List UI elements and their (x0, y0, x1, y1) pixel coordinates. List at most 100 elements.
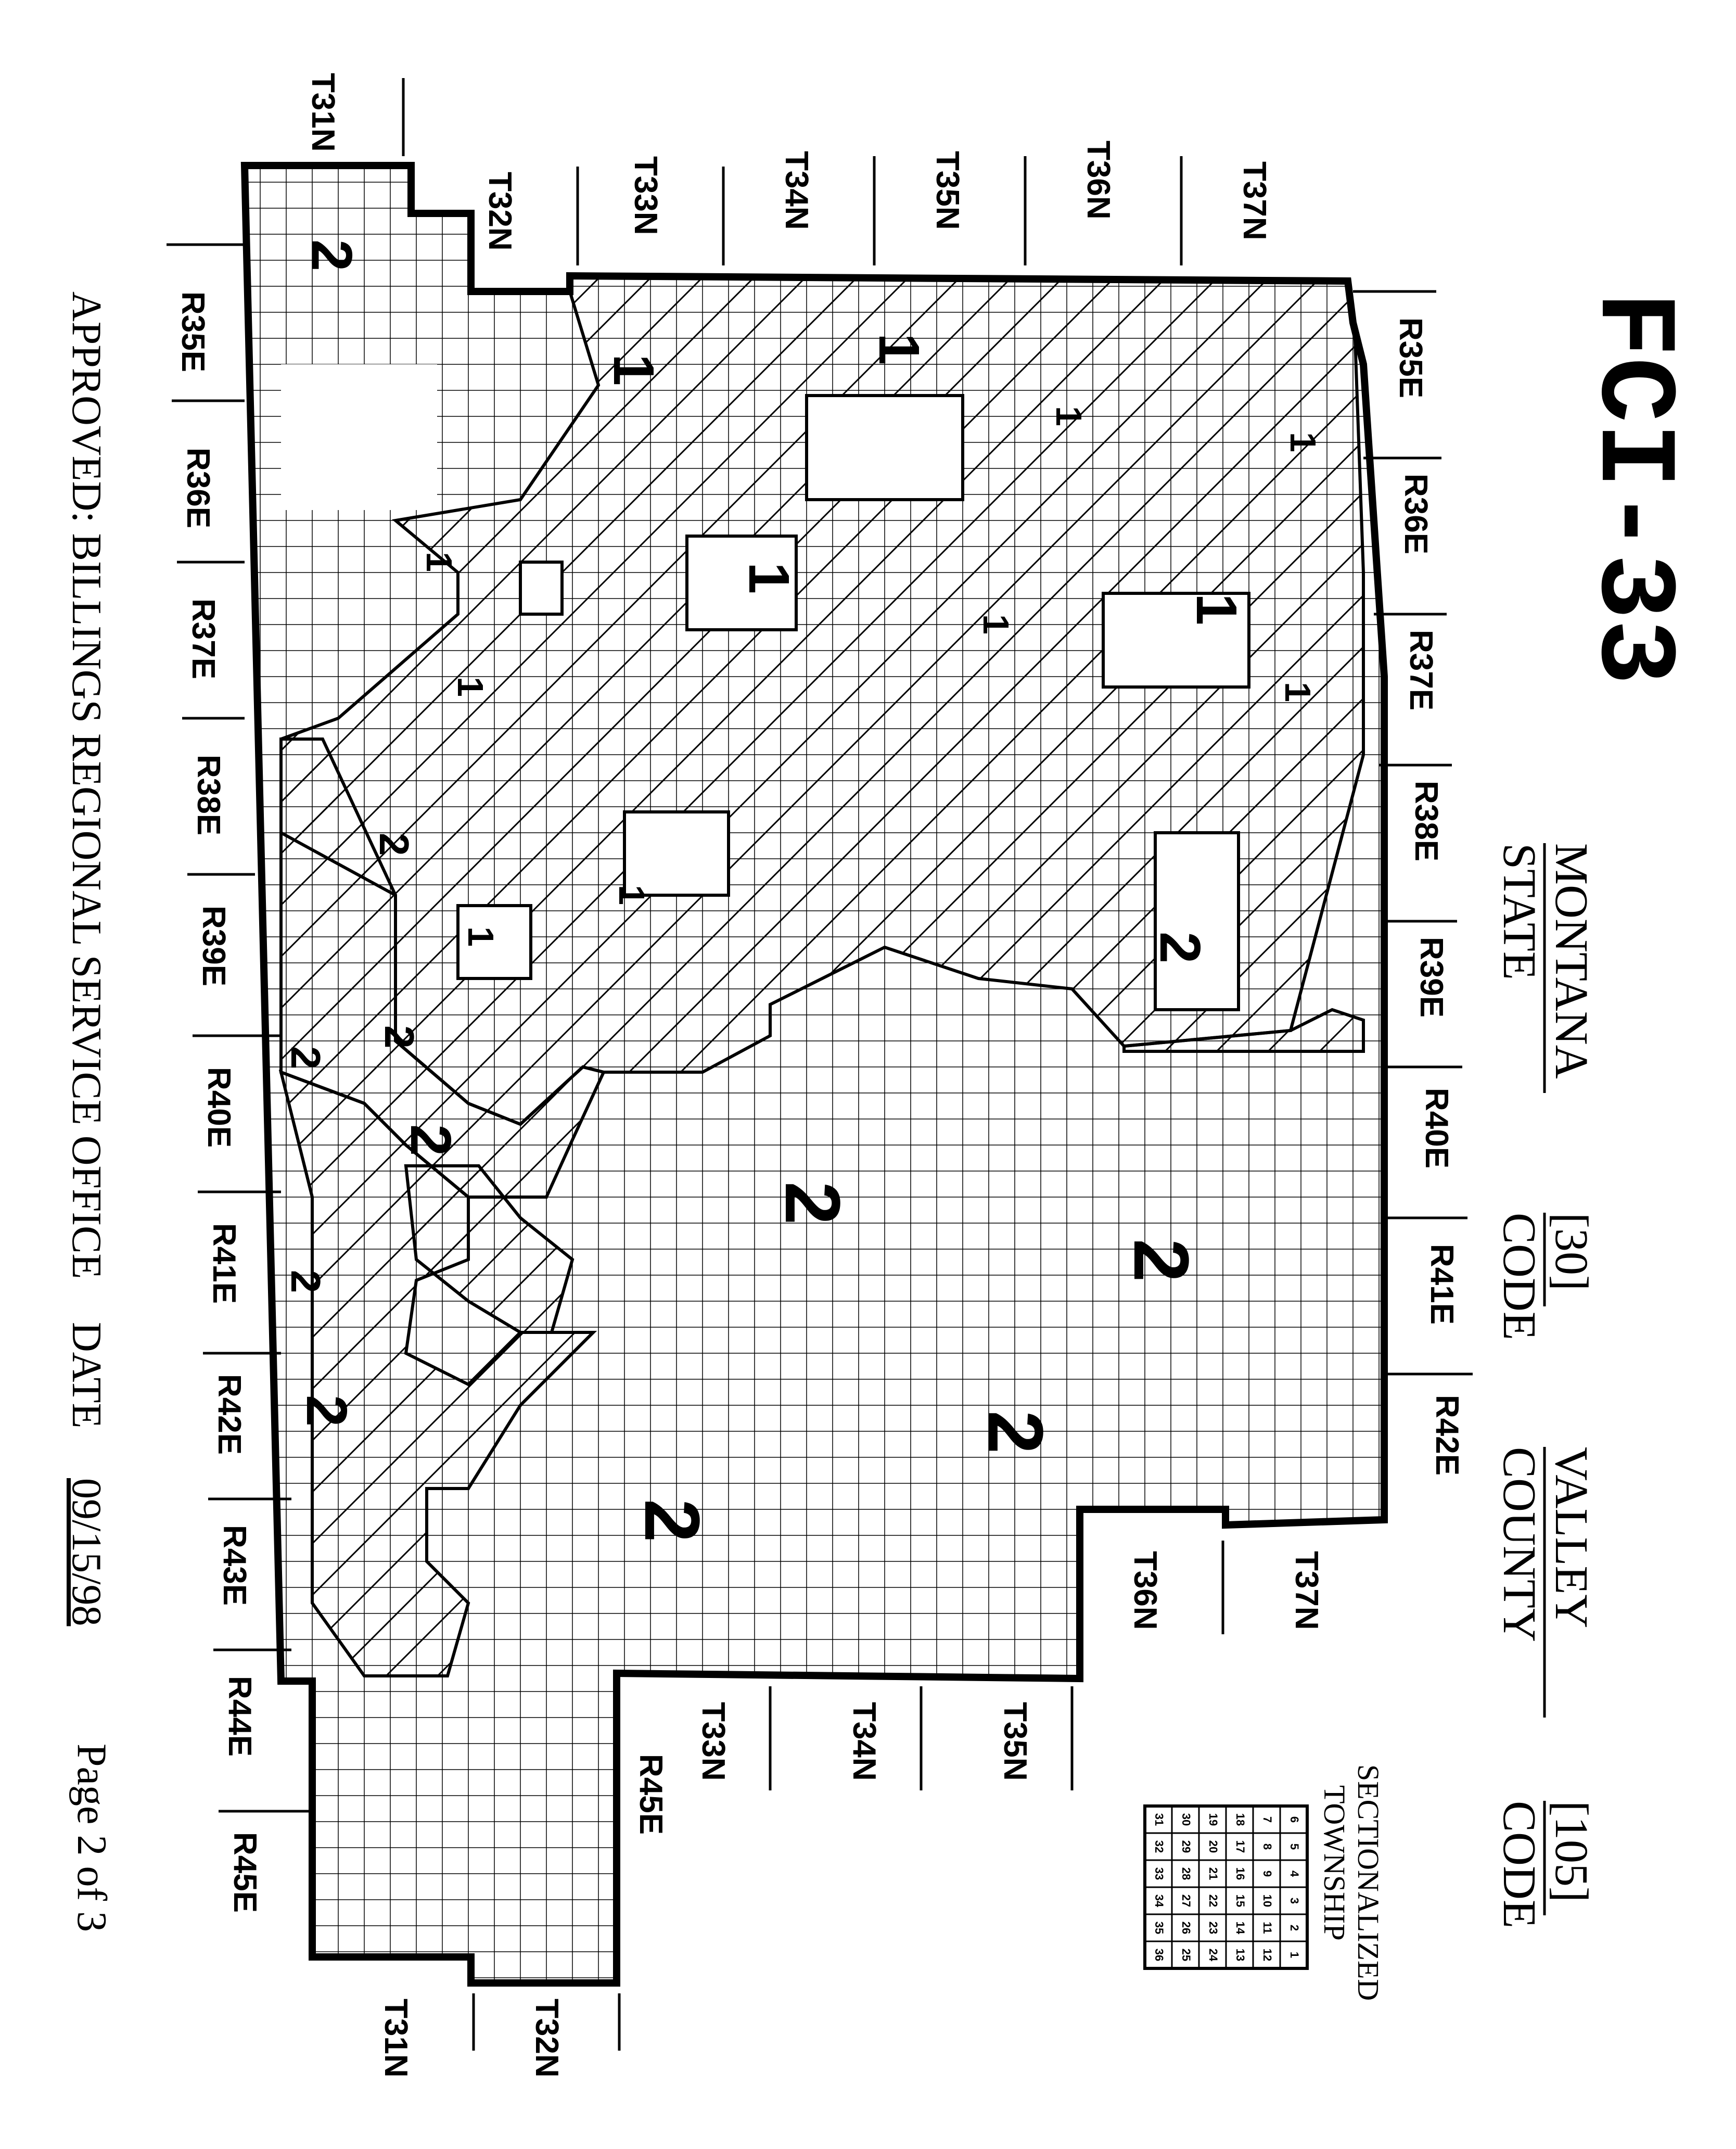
legend-section-number: 1 (1288, 1952, 1301, 1958)
range-ticks-left (167, 243, 312, 1813)
legend-section-number: 23 (1207, 1922, 1220, 1934)
zone-label: 1 (419, 552, 459, 572)
legend-section-number: 32 (1153, 1840, 1166, 1853)
header-block: FCI-33 (1569, 291, 1693, 685)
zone-label: 1 (461, 926, 501, 947)
legend-section-number: 29 (1180, 1840, 1193, 1853)
legend-section-number: 28 (1180, 1867, 1193, 1880)
legend-section-number: 6 (1288, 1816, 1301, 1823)
township-label: T33N (628, 156, 663, 235)
township-label: T37N (1288, 1551, 1324, 1630)
zone-label: 2 (283, 1270, 329, 1293)
zone-label: 2 (972, 1410, 1060, 1454)
legend-section-number: 25 (1180, 1949, 1193, 1961)
range-label: R38E (1408, 781, 1444, 861)
range-label: R41E (206, 1223, 242, 1304)
range-label: R45E (227, 1832, 263, 1913)
page-number: Page 2 of 3 (69, 1744, 114, 1932)
zone-label: 1 (1049, 406, 1089, 426)
range-label: R43E (216, 1525, 252, 1606)
legend-title: SECTIONALIZED (1351, 1764, 1385, 2001)
legend-section-number: 35 (1153, 1922, 1166, 1934)
township-label: T32N (482, 172, 518, 251)
svg-text:COUNTY: COUNTY (1494, 1447, 1545, 1642)
zone-label: 2 (371, 833, 417, 856)
legend-section-number: 19 (1207, 1813, 1220, 1826)
legend-section-number: 9 (1261, 1871, 1274, 1877)
approved-line: APPROVED: BILLINGS REGIONAL SERVICE OFFI… (63, 291, 109, 1279)
legend-section-number: 5 (1288, 1843, 1301, 1850)
legend-section-number: 33 (1153, 1867, 1166, 1880)
svg-text:CODE: CODE (1494, 1801, 1545, 1928)
range-label-bottom: R45E (633, 1754, 669, 1835)
legend-section-number: 15 (1234, 1894, 1247, 1907)
township-legend: SECTIONALIZED TOWNSHIP 65432178910111218… (1143, 1764, 1385, 2001)
legend-section-number: 3 (1288, 1898, 1301, 1904)
legend-section-number: 4 (1288, 1871, 1301, 1877)
svg-text:APPROVED: BILLINGS REGIONAL SE: APPROVED: BILLINGS REGIONAL SERVICE OFFI… (63, 291, 109, 1279)
legend-outline (1143, 1804, 1309, 1970)
county-field: VALLEY COUNTY (1494, 1447, 1597, 1718)
legend-section-number: 36 (1153, 1949, 1166, 1961)
township-label: T36N (1080, 141, 1116, 220)
zone-label: 1 (737, 562, 801, 594)
legend-section-number: 18 (1234, 1813, 1247, 1826)
township-ticks-top (402, 78, 1183, 265)
hatched-zone-2c (404, 1164, 575, 1334)
legend-section-number: 24 (1207, 1949, 1220, 1962)
legend-section-number: 16 (1234, 1867, 1247, 1880)
legend-section-number: 26 (1180, 1922, 1193, 1934)
range-label: R39E (1413, 937, 1449, 1018)
township-label: T35N (929, 151, 965, 230)
range-label: R38E (190, 755, 226, 835)
zone-label: 1 (1184, 593, 1248, 625)
code-field-1: [30] CODE (1494, 1213, 1597, 1340)
township-label: T34N (778, 151, 814, 230)
range-label: R41E (1424, 1244, 1460, 1325)
legend-section-number: 20 (1207, 1840, 1220, 1853)
legend-section-number: 10 (1261, 1894, 1274, 1907)
township-label: T32N (529, 1999, 565, 2078)
range-label: R42E (211, 1374, 247, 1455)
township-label: T31N (305, 73, 341, 152)
legend-section-number: 12 (1261, 1949, 1274, 1961)
zone-label: 2 (295, 1395, 359, 1427)
legend-section-number: 11 (1261, 1922, 1274, 1934)
township-label: T34N (846, 1702, 882, 1781)
code-field-2: [105] CODE (1494, 1801, 1597, 1928)
date-line: DATE 09/15/98 (63, 1322, 109, 1626)
range-label: R37E (1403, 630, 1439, 710)
county-boundary (240, 162, 1388, 1987)
zone-labels: 1 1 1 1 1 1 1 1 1 1 1 1 2 2 2 2 2 2 2 2 … (283, 239, 1323, 1542)
hatched-zone-east (1122, 1008, 1365, 1053)
zone-label: 1 (976, 614, 1016, 634)
zone-label: 1 (611, 885, 652, 905)
map-title: FCI-33 (1569, 291, 1693, 685)
range-label: R42E (1429, 1395, 1465, 1476)
svg-text:Page 2 of 3: Page 2 of 3 (69, 1744, 114, 1932)
range-label: R44E (222, 1676, 258, 1757)
legend-section-number: 27 (1180, 1894, 1193, 1907)
range-ticks-right (1353, 290, 1473, 1376)
legend-grid: 6543217891011121817161514131920212223243… (1143, 1804, 1309, 1970)
range-label: R36E (1398, 474, 1434, 554)
legend-section-number: 2 (1288, 1925, 1301, 1931)
range-label: R39E (196, 906, 232, 986)
township-label: T33N (695, 1702, 731, 1781)
zone-label: 2 (399, 1124, 463, 1156)
county-area (245, 166, 1384, 1983)
range-label: R40E (1419, 1088, 1454, 1168)
range-label: R40E (201, 1067, 237, 1148)
svg-text:DATE: DATE (63, 1322, 109, 1428)
township-label: T31N (378, 1999, 414, 2078)
zone-label: 2 (769, 1181, 857, 1225)
township-label: T37N (1236, 161, 1272, 240)
zone-label: 2 (283, 1046, 329, 1070)
legend-section-number: 8 (1261, 1843, 1274, 1850)
legend-section-number: 17 (1234, 1840, 1247, 1853)
zone-label: 1 (450, 677, 491, 697)
svg-text:CODE: CODE (1494, 1213, 1545, 1340)
township-label: T35N (997, 1702, 1033, 1781)
township-ticks-bottom (472, 1541, 1224, 2051)
